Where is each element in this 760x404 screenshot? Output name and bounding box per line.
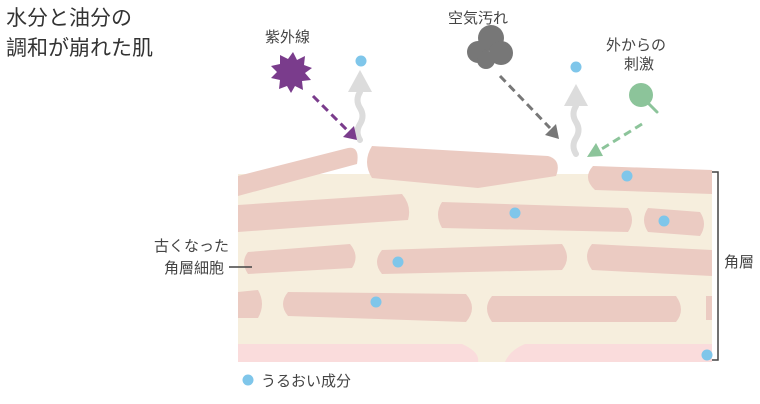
air-pollution-arrow [498, 74, 552, 130]
cloud-icon [467, 25, 513, 69]
uv-label: 紫外線 [265, 28, 310, 46]
wavy-up-arrow-icon [348, 70, 372, 143]
external-stimulus-label-line-2: 刺激 [624, 55, 654, 73]
corneocyte [244, 244, 356, 274]
title-line-2: 調和が崩れた肌 [6, 36, 153, 60]
air-pollution-label: 空気汚れ [448, 9, 508, 27]
moisture-dot-escaping [355, 55, 367, 67]
corneocyte [438, 202, 632, 232]
corneocyte [587, 244, 712, 276]
corneocyte [238, 290, 262, 318]
external-stimulus-arrowhead [587, 143, 603, 157]
basal-cell [505, 344, 712, 362]
corneocyte [238, 194, 410, 232]
corneocyte [377, 244, 567, 274]
moisture-dot [392, 256, 404, 268]
stratum-bracket [712, 171, 719, 361]
old-cells-label-line-2: 角層細胞 [164, 259, 224, 277]
moisture-dot [658, 215, 670, 227]
uv-arrow [311, 94, 349, 132]
old-cells-label-line-1: 古くなった [154, 237, 229, 255]
external-stimulus-label-line-1: 外からの [606, 36, 666, 54]
moisture-dot [370, 296, 382, 308]
corneocyte [587, 166, 712, 194]
basal-cell [238, 344, 479, 362]
moisture-dot [621, 170, 633, 182]
legend-moisture-label: うるおい成分 [261, 372, 351, 390]
legend-moisture-dot [242, 374, 254, 386]
pin-icon [629, 83, 659, 114]
corneocyte [238, 147, 358, 196]
moisture-dot [701, 349, 713, 361]
air-pollution-arrowhead [545, 124, 559, 139]
corneocyte [644, 208, 704, 236]
starburst-icon [271, 52, 312, 93]
moisture-dot [509, 207, 521, 219]
moisture-dot-escaping [570, 61, 582, 73]
wavy-up-arrow-icon [564, 84, 588, 157]
uv-arrowhead [343, 126, 357, 140]
corneocyte [706, 296, 712, 320]
external-stimulus-arrow [599, 122, 643, 152]
stratum-corneum-label: 角層 [724, 253, 754, 271]
corneocyte [367, 146, 558, 188]
title-line-1: 水分と油分の [6, 6, 132, 30]
corneocyte [487, 296, 681, 322]
